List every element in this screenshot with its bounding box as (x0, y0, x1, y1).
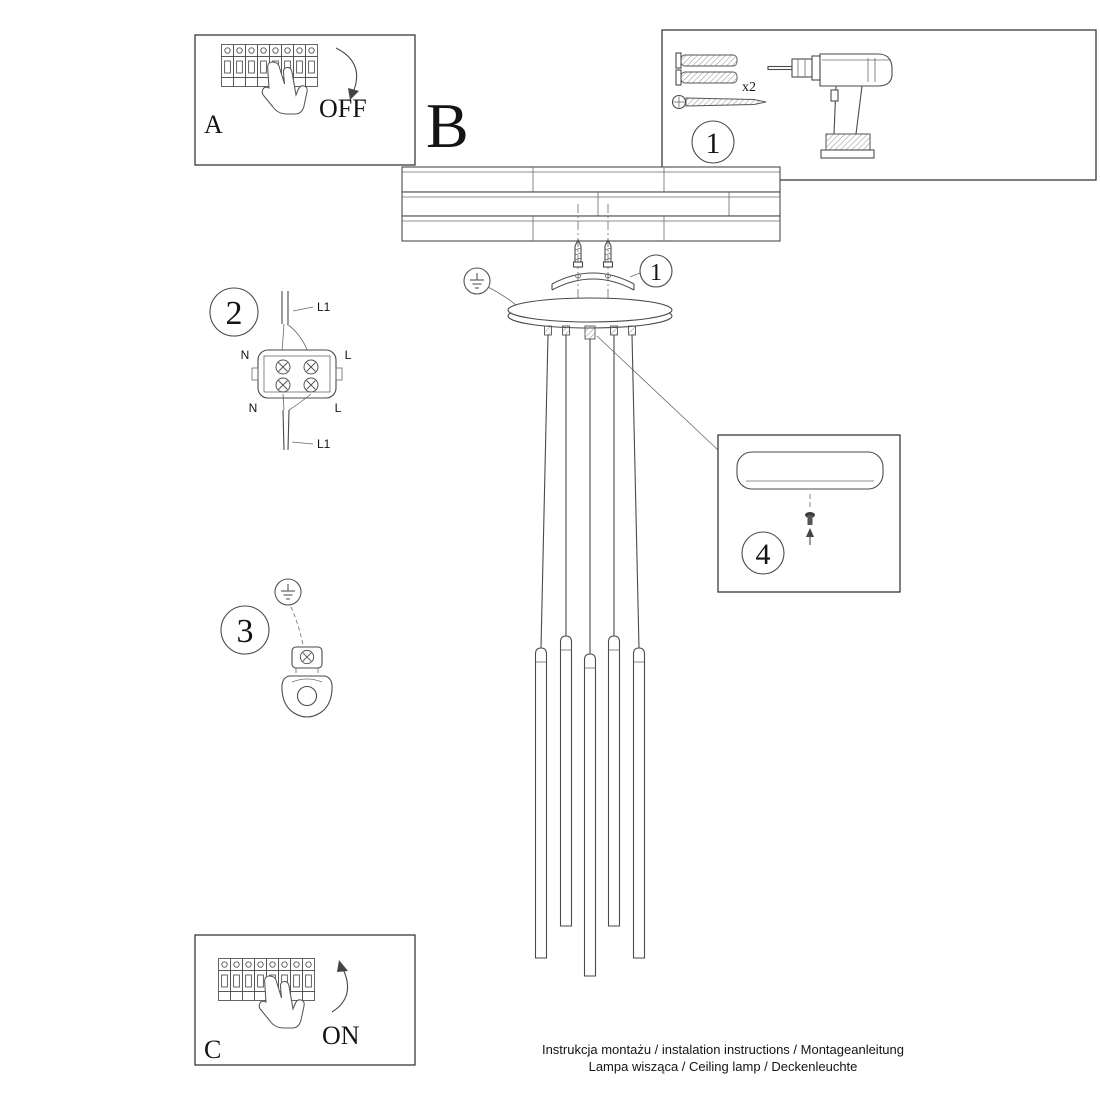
detail-screw-icon (805, 512, 815, 525)
panel-a-state-label: OFF (319, 94, 367, 123)
detail-leader (596, 335, 719, 451)
mounting-bracket-icon (551, 272, 635, 291)
panel-c: ON C (194, 934, 416, 1066)
ground-leader (487, 286, 517, 306)
step4-number-badge: 4 (741, 531, 785, 575)
callout-leader (629, 272, 641, 278)
wire (282, 393, 285, 411)
suspension-cables (540, 334, 640, 654)
switch-on-arrow-icon (331, 968, 349, 1013)
terminal-label-l-bottom: L (335, 401, 342, 415)
switch-on-arrowhead-icon (337, 960, 348, 972)
wire (281, 323, 285, 353)
terminal-block-icon (251, 349, 343, 399)
terminal-label-n-top: N (241, 348, 250, 362)
canopy-icon (507, 297, 673, 329)
step1-number: 1 (706, 127, 721, 160)
insert-arrow-icon (806, 528, 814, 545)
mount-callout-badge: 1 (639, 254, 673, 288)
step3-number: 3 (237, 613, 254, 650)
panel-c-letter: C (204, 1035, 221, 1064)
ground-wire (290, 606, 304, 646)
panel-step4: 4 (717, 434, 901, 593)
terminal-label-n-bottom: N (249, 401, 258, 415)
wall-plug-icon (675, 52, 738, 69)
panel-step1: x2 1 (661, 29, 1097, 181)
lamp-cable-bottom (282, 409, 285, 451)
section-b-letter: B (426, 90, 469, 161)
step2-wiring: 2 L1 N L N L L1 (209, 287, 352, 451)
wire (286, 323, 309, 353)
mounting-screw-icon (572, 238, 584, 268)
hook-body-icon (281, 675, 333, 718)
label-leader (291, 441, 314, 445)
step3-number-badge: 3 (220, 605, 270, 655)
ceiling-planks-icon (401, 166, 781, 242)
screw-icon (671, 94, 767, 110)
switch-off-arrowhead-icon (348, 88, 359, 100)
step2-number-badge: 2 (209, 287, 259, 337)
footer-line-2: Lampa wisząca / Ceiling lamp / Deckenleu… (588, 1058, 858, 1074)
pendant-tubes (534, 635, 646, 977)
wall-plug-icon (675, 69, 738, 86)
cable-gland-icon (544, 325, 636, 340)
lamp-cable-bottom (287, 409, 290, 451)
plug-quantity-label: x2 (742, 80, 756, 95)
footer-line-1: Instrukcja montażu / instalation instruc… (541, 1042, 905, 1057)
panel-c-state-label: ON (322, 1021, 360, 1050)
canopy-side-view-icon (736, 451, 884, 490)
panel-a-letter: A (204, 110, 223, 139)
ground-symbol-icon (463, 267, 491, 295)
switch-off-arrow-icon (335, 47, 358, 91)
terminal-label-l-top: L (345, 348, 352, 362)
mount-callout-number: 1 (650, 260, 662, 286)
wire (288, 393, 312, 411)
ground-symbol-icon (274, 578, 302, 606)
step1-number-badge: 1 (691, 120, 735, 164)
mounting-screw-icon (602, 238, 614, 268)
ground-clamp-icon (291, 646, 323, 673)
step3-ground: 3 (220, 578, 333, 718)
wire-label-l1-bottom: L1 (317, 437, 331, 451)
main-assembly: 1 (401, 166, 781, 977)
drill-icon (767, 53, 893, 159)
wire-label-l1-top: L1 (317, 300, 331, 314)
step4-number: 4 (756, 538, 771, 571)
panel-c-frame (194, 934, 416, 1066)
footer-caption: Instrukcja montażu / instalation instruc… (398, 1042, 1048, 1076)
label-leader (292, 306, 314, 312)
panel-a: OFF A (194, 34, 416, 166)
step2-number: 2 (226, 295, 243, 332)
